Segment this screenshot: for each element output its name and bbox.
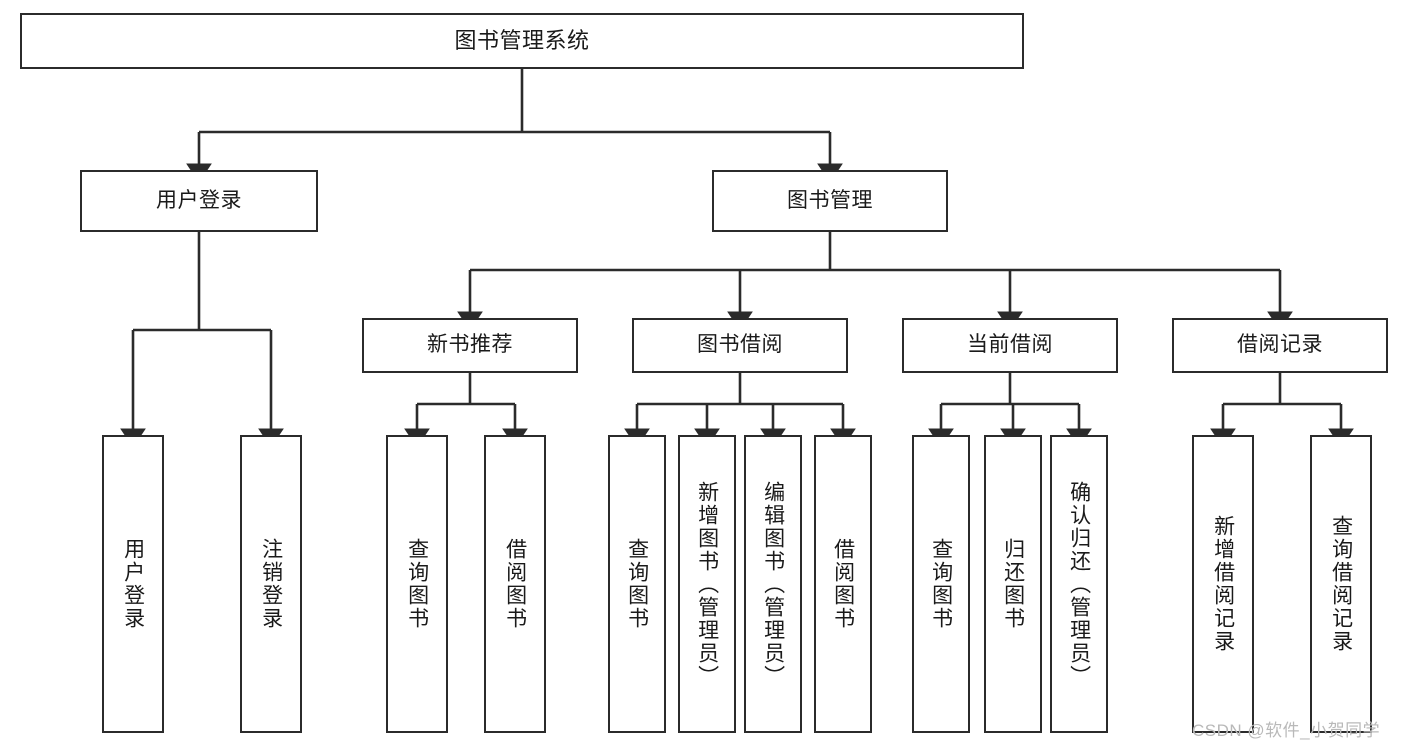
- node-root[interactable]: 图书管理系统: [20, 13, 1024, 69]
- node-label: 查询图书: [625, 538, 649, 630]
- node-label: 图书借阅: [697, 333, 783, 357]
- node-current[interactable]: 当前借阅: [902, 318, 1118, 373]
- node-leaf-new-1[interactable]: 查询图书: [386, 435, 448, 733]
- node-label: 归还图书: [1001, 538, 1025, 630]
- node-leaf-cur-1[interactable]: 查询图书: [912, 435, 970, 733]
- node-label: 图书管理系统: [454, 28, 590, 54]
- node-leaf-bor-2[interactable]: 新增图书（管理员）: [678, 435, 736, 733]
- node-label: 用户登录: [121, 538, 145, 630]
- node-label: 确认归还（管理员）: [1067, 480, 1091, 688]
- node-leaf-bor-3[interactable]: 编辑图书（管理员）: [744, 435, 802, 733]
- node-leaf-bor-4[interactable]: 借阅图书: [814, 435, 872, 733]
- node-label: 新增借阅记录: [1211, 515, 1235, 653]
- node-label: 当前借阅: [967, 333, 1053, 357]
- node-leaf-login-2[interactable]: 注销登录: [240, 435, 302, 733]
- node-leaf-cur-2[interactable]: 归还图书: [984, 435, 1042, 733]
- node-label: 借阅图书: [503, 538, 527, 630]
- node-label: 新书推荐: [427, 333, 513, 357]
- node-leaf-rec-2[interactable]: 查询借阅记录: [1310, 435, 1372, 733]
- node-label: 注销登录: [259, 538, 283, 630]
- node-label: 图书管理: [787, 188, 873, 212]
- node-leaf-login-1[interactable]: 用户登录: [102, 435, 164, 733]
- node-label: 新增图书（管理员）: [695, 480, 719, 688]
- node-label: 查询图书: [405, 538, 429, 630]
- node-label: 查询图书: [929, 538, 953, 630]
- node-bookmgmt[interactable]: 图书管理: [712, 170, 948, 232]
- node-label: 借阅图书: [831, 538, 855, 630]
- node-login[interactable]: 用户登录: [80, 170, 318, 232]
- node-label: 编辑图书（管理员）: [761, 480, 785, 688]
- node-leaf-cur-3[interactable]: 确认归还（管理员）: [1050, 435, 1108, 733]
- node-leaf-rec-1[interactable]: 新增借阅记录: [1192, 435, 1254, 733]
- node-newbook[interactable]: 新书推荐: [362, 318, 578, 373]
- node-leaf-new-2[interactable]: 借阅图书: [484, 435, 546, 733]
- node-label: 借阅记录: [1237, 333, 1323, 357]
- node-records[interactable]: 借阅记录: [1172, 318, 1388, 373]
- node-label: 查询借阅记录: [1329, 515, 1353, 653]
- node-leaf-bor-1[interactable]: 查询图书: [608, 435, 666, 733]
- connector-lines: [120, 69, 1354, 448]
- node-label: 用户登录: [156, 188, 242, 212]
- watermark-text: CSDN @软件_小贺同学: [1192, 721, 1381, 740]
- node-borrow[interactable]: 图书借阅: [632, 318, 848, 373]
